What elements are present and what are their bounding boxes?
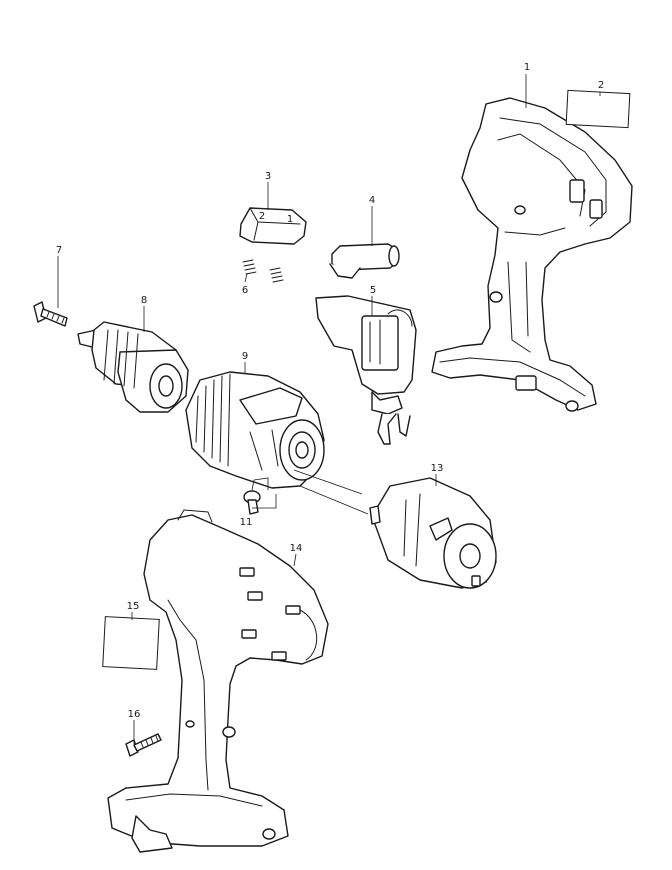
- part-15-label-sticker: [102, 616, 160, 670]
- part-1-housing-half: [431, 97, 633, 412]
- part-8-drill-chuck: [77, 321, 189, 413]
- callout-5: 5: [370, 285, 376, 296]
- callout-leaders: [57, 74, 601, 744]
- part-11-screw: [243, 490, 261, 515]
- callout-9: 9: [242, 351, 248, 362]
- switch-mark-right: 1: [287, 214, 293, 225]
- callout-15: 15: [127, 601, 140, 612]
- callout-16: 16: [128, 709, 141, 720]
- part-13-motor: [369, 477, 497, 589]
- callout-7: 7: [56, 245, 62, 256]
- part-2-label-sticker: [565, 89, 631, 129]
- callout-11: 11: [240, 517, 253, 528]
- callout-2: 2: [598, 80, 604, 91]
- callout-1: 1: [524, 62, 530, 73]
- callout-4: 4: [369, 195, 375, 206]
- callout-6: 6: [242, 285, 248, 296]
- callout-3: 3: [265, 171, 271, 182]
- part-16-handle-screw: [125, 733, 162, 757]
- part-5-switch-assembly: [315, 295, 417, 445]
- assembly-guide-lines: [251, 469, 369, 515]
- switch-mark-left: 2: [259, 211, 265, 222]
- part-6-springs: [242, 259, 284, 283]
- callout-8: 8: [141, 295, 147, 306]
- part-14-housing: [107, 509, 329, 853]
- callout-numbers: 1 2 3 4 5 6 7 8 9 11 13 14 15 16: [56, 62, 604, 720]
- part-4-lock-button: [329, 243, 400, 279]
- part-9-gear-assembly: [185, 371, 325, 489]
- part-3-switch-lever: 2 1: [239, 207, 307, 245]
- part-7-chuck-screw: [33, 301, 68, 327]
- callout-13: 13: [431, 463, 444, 474]
- callout-14: 14: [290, 543, 303, 554]
